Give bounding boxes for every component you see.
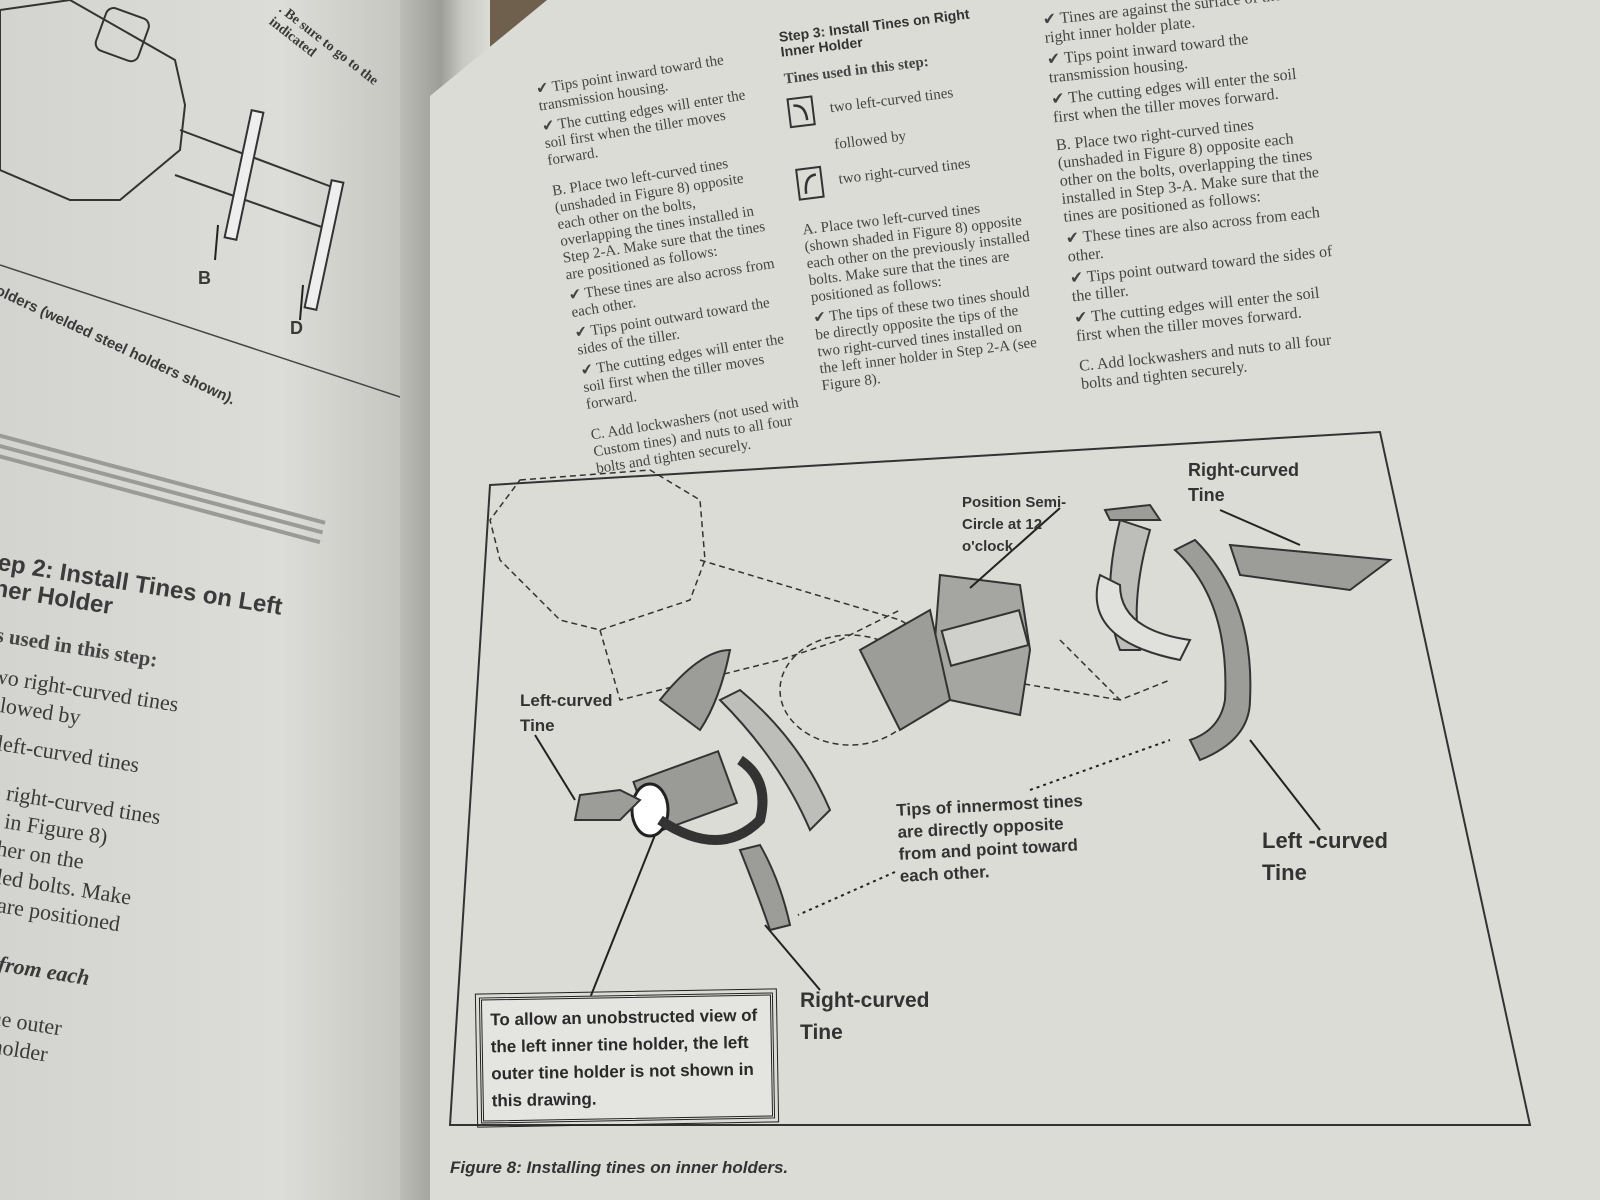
label-left-curved-right: Left -curved Tine xyxy=(1262,828,1388,885)
label-right-curved-top: Right-curved Tine xyxy=(1188,460,1300,505)
figure-note-box: To allow an unobstructed view of the lef… xyxy=(474,988,780,1128)
figure-8-caption: Figure 8: Installing tines on inner hold… xyxy=(450,1158,789,1177)
right-curved-tine-icon xyxy=(795,165,825,201)
label-left-curved: Left-curved Tine xyxy=(520,691,613,735)
tiller-holder-figure xyxy=(0,0,470,421)
label-right-curved-bottom: Right-curved Tine xyxy=(800,989,930,1044)
column-2: Step 3: Install Tines on Right Inner Hol… xyxy=(778,3,1047,400)
label-position-semicircle: Position Semi- Circle at 12 o'clock xyxy=(962,494,1067,555)
figure-label-d: D xyxy=(290,318,303,338)
label-tips-innermost: Tips of innermost tines are directly opp… xyxy=(895,791,1084,886)
left-curved-tine-icon xyxy=(786,95,816,129)
left-page: . Be sure to go to the indicated B D old… xyxy=(0,0,470,1200)
figure-label-b: B xyxy=(198,268,211,288)
